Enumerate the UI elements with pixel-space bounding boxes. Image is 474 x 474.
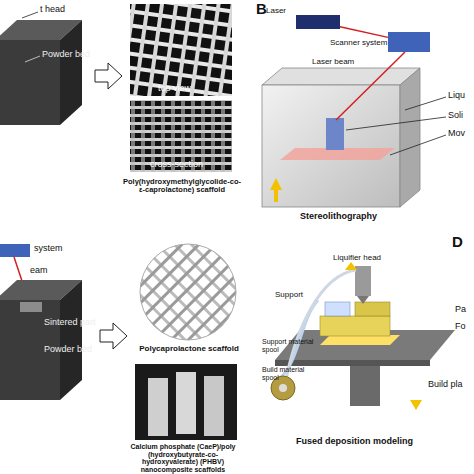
figure-label: B (256, 1, 267, 18)
scaffold-column (176, 372, 196, 434)
figure-label: cross-section (150, 160, 203, 170)
figure-label: Support (275, 291, 303, 300)
figure-label: Liquifier head (333, 254, 381, 263)
scaffold-column (204, 376, 224, 436)
figure-label: Laser beam (312, 58, 354, 67)
figure-label: Fo (455, 322, 466, 332)
laser-beam (340, 27, 388, 38)
scaffold-column (148, 378, 168, 436)
leader-line (346, 117, 446, 130)
leader-line (390, 135, 446, 155)
leader-line (22, 12, 38, 18)
figure-label: Stereolithography (300, 212, 377, 222)
figure-label: Pa (455, 305, 466, 315)
figure-label: system (34, 244, 63, 254)
figure-label: Powder bed (44, 345, 92, 355)
device-box: Scanner system (388, 32, 430, 52)
scanner-box (0, 244, 30, 257)
powder-bed-cube (0, 280, 82, 400)
hollow-arrow (95, 63, 122, 89)
device-box: Laser (296, 15, 340, 29)
device-label: Scanner system (330, 38, 387, 47)
scaffold-photo (130, 4, 232, 96)
scaffold-photo (140, 244, 236, 340)
figure-label: Support material spool (262, 338, 314, 353)
hollow-arrow (100, 323, 127, 349)
figure-label: Fused deposition modeling (296, 437, 413, 447)
fdm-machine (271, 262, 455, 410)
figure-label: D (452, 234, 463, 251)
figure-label: Build material spool (262, 366, 312, 381)
figure-label: eam (30, 266, 48, 276)
figure-label: Soli (448, 111, 463, 121)
figure-label: Build pla (428, 380, 463, 390)
figure-label: Poly(hydroxymethylglycolide-co-ε-caprola… (123, 178, 241, 195)
device-label: Laser (266, 6, 286, 15)
figure-label: Sintered part (44, 318, 96, 328)
figure-label: top view (158, 84, 191, 94)
figure-label: t head (40, 5, 65, 15)
resin-vat (262, 68, 420, 207)
figure-label: Mov (448, 129, 465, 139)
scaffold-photo (135, 364, 237, 440)
figure-label: Powder bed (42, 50, 90, 60)
leader-line (25, 56, 40, 62)
scaffold-photo (130, 100, 232, 172)
figure-label: Calcium phosphate (CaeP)/poly (hydroxybu… (124, 443, 242, 474)
figure-label: Liqu (448, 91, 465, 101)
figure-label: Polycaprolactone scaffold (130, 345, 248, 354)
powder-bed-cube (0, 20, 82, 125)
leader-line (405, 97, 446, 110)
